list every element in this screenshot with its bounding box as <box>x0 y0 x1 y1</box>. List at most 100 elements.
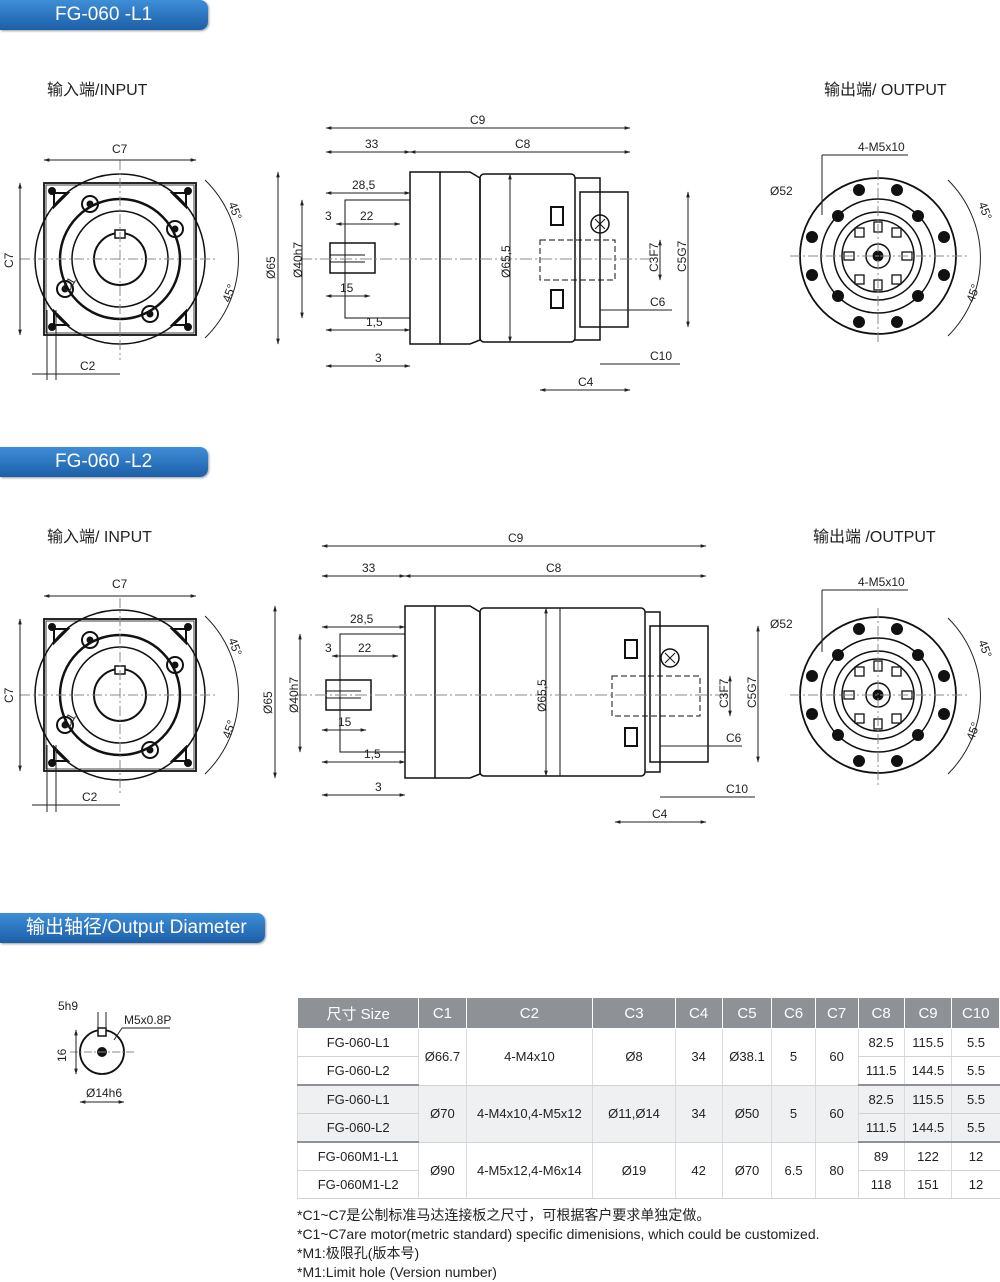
cell-c1: Ø66.7 <box>418 1028 467 1086</box>
cell-c9: 122 <box>903 1142 952 1171</box>
svg-text:C3F7: C3F7 <box>647 242 661 272</box>
svg-text:C1: C1 <box>59 710 79 731</box>
svg-text:45°: 45° <box>225 200 244 222</box>
section-tag-l2: FG-060 -L2 <box>0 447 208 477</box>
cell-c7: 80 <box>814 1142 859 1199</box>
cell-c8: 89 <box>857 1142 905 1171</box>
note-line: *M1:极限孔(版本号) <box>297 1245 420 1261</box>
technical-drawings: C7 C7 C1 C2 45° 45° C9 33 C8 28,5 22 3 1… <box>2 113 995 824</box>
header-c5: C5 <box>721 997 773 1029</box>
table-row: FG-060-L2 111.5 144.5 5.5 <box>296 1056 1000 1086</box>
cell-c10: 12 <box>951 1170 1000 1199</box>
svg-text:M5x0.8P: M5x0.8P <box>124 1013 171 1027</box>
cell-c5: Ø50 <box>721 1085 772 1143</box>
cell-c5: Ø38.1 <box>721 1028 772 1086</box>
svg-text:C9: C9 <box>470 113 486 127</box>
cell-c4: 34 <box>674 1085 723 1143</box>
cell-c8: 82.5 <box>857 1028 905 1057</box>
spec-table: 尺寸 Size C1 C2 C3 C4 C5 C6 C7 C8 C9 C10 F… <box>296 997 1000 1199</box>
svg-text:Ø65: Ø65 <box>261 691 275 714</box>
svg-text:C10: C10 <box>726 782 748 796</box>
header-c10: C10 <box>951 997 1000 1029</box>
cell-c7: 60 <box>814 1028 859 1086</box>
spec-header-row: 尺寸 Size C1 C2 C3 C4 C5 C6 C7 C8 C9 C10 <box>296 997 1000 1029</box>
svg-text:C5G7: C5G7 <box>675 240 689 272</box>
svg-text:1,5: 1,5 <box>364 747 381 761</box>
cell-c1: Ø70 <box>418 1085 467 1143</box>
svg-text:C3F7: C3F7 <box>717 678 731 708</box>
l2-input-label: 输入端/ INPUT <box>47 529 152 546</box>
cell-size: FG-060-L2 <box>296 1056 419 1086</box>
svg-text:C7: C7 <box>112 577 128 591</box>
svg-text:C6: C6 <box>726 731 742 745</box>
cell-size: FG-060M1-L2 <box>296 1170 419 1199</box>
svg-text:C4: C4 <box>578 375 594 389</box>
l2-side-view <box>295 605 730 779</box>
svg-text:C6: C6 <box>650 295 666 309</box>
header-c1: C1 <box>418 997 467 1029</box>
svg-text:3: 3 <box>325 641 332 655</box>
svg-text:15: 15 <box>340 281 354 295</box>
header-c2: C2 <box>465 997 594 1029</box>
svg-text:45°: 45° <box>963 720 982 742</box>
l1-side-dims: C9 33 C8 28,5 22 3 15 1,5 3 Ø65 Ø40h7 Ø6… <box>264 113 690 392</box>
output-shaft-drawing: 5h9 16 M5x0.8P Ø14h6 <box>55 999 171 1104</box>
svg-text:4-M5x10: 4-M5x10 <box>858 140 905 154</box>
svg-text:33: 33 <box>365 137 379 151</box>
svg-text:15: 15 <box>338 715 352 729</box>
cell-c6: 5 <box>771 1085 816 1143</box>
l1-input-view: C7 C7 C1 C2 45° 45° <box>2 142 245 380</box>
cell-c9: 144.5 <box>903 1056 952 1086</box>
header-c6: C6 <box>771 997 816 1029</box>
svg-text:16: 16 <box>55 1048 69 1062</box>
l2-input-view: C7 C7 C1 C2 45° 45° <box>2 577 245 812</box>
section-tag-output: 输出轴径/Output Diameter <box>0 913 265 943</box>
cell-c6: 5 <box>771 1028 816 1086</box>
svg-text:C8: C8 <box>546 561 562 575</box>
svg-text:45°: 45° <box>225 636 244 658</box>
cell-c1: Ø90 <box>418 1142 467 1199</box>
svg-text:Ø65: Ø65 <box>264 256 278 279</box>
table-row: FG-060-L2 111.5 144.5 5.5 <box>296 1113 1000 1143</box>
cell-c10: 5.5 <box>951 1056 1000 1086</box>
svg-text:Ø40h7: Ø40h7 <box>291 242 305 278</box>
notes: *C1~C7是公制标准马达连接板之尺寸，可根据客户要求单独定做。 *C1~C7a… <box>297 1206 820 1282</box>
section-tag-l1: FG-060 -L1 <box>0 0 208 30</box>
header-c3: C3 <box>592 997 676 1029</box>
header-c4: C4 <box>674 997 723 1029</box>
l1-input-label: 输入端/INPUT <box>47 82 148 99</box>
cell-c9: 115.5 <box>903 1028 952 1057</box>
cell-size: FG-060-L2 <box>296 1113 419 1143</box>
cell-c2: 4-M5x12,4-M6x14 <box>465 1142 593 1199</box>
note-line: *C1~C7是公制标准马达连接板之尺寸，可根据客户要求单独定做。 <box>297 1207 711 1223</box>
svg-text:33: 33 <box>362 561 376 575</box>
svg-text:C2: C2 <box>82 790 98 804</box>
cell-c10: 5.5 <box>951 1028 1000 1057</box>
svg-text:3: 3 <box>325 209 332 223</box>
cell-c8: 118 <box>857 1170 905 1199</box>
cell-c10: 5.5 <box>951 1113 1000 1143</box>
cell-c3: Ø8 <box>592 1028 676 1086</box>
svg-text:1,5: 1,5 <box>366 315 383 329</box>
svg-text:45°: 45° <box>963 282 982 304</box>
l1-output-view: 4-M5x10 Ø52 45° 45° <box>770 140 995 344</box>
cell-c10: 12 <box>951 1142 1000 1171</box>
svg-text:C7: C7 <box>112 142 128 156</box>
svg-text:Ø52: Ø52 <box>770 184 793 198</box>
header-size: 尺寸 Size <box>296 997 420 1029</box>
table-row: FG-060M1-L2 118 151 12 <box>296 1170 1000 1199</box>
svg-text:4-M5x10: 4-M5x10 <box>858 575 905 589</box>
note-line: *M1:Limit hole (Version number) <box>297 1264 497 1280</box>
table-row: FG-060-L1 Ø70 4-M4x10,4-M5x12 Ø11,Ø14 34… <box>296 1085 1000 1143</box>
svg-text:28,5: 28,5 <box>352 178 376 192</box>
cell-size: FG-060-L1 <box>296 1028 419 1057</box>
cell-c2: 4-M4x10 <box>465 1028 593 1086</box>
svg-text:Ø14h6: Ø14h6 <box>86 1086 122 1100</box>
cell-c8: 111.5 <box>857 1113 905 1143</box>
svg-text:C2: C2 <box>80 359 96 373</box>
svg-text:28,5: 28,5 <box>350 612 374 626</box>
svg-text:C9: C9 <box>508 531 524 545</box>
svg-text:C10: C10 <box>650 349 672 363</box>
svg-text:C7: C7 <box>2 252 16 268</box>
note-line: *C1~C7are motor(metric standard) specifi… <box>297 1226 820 1242</box>
